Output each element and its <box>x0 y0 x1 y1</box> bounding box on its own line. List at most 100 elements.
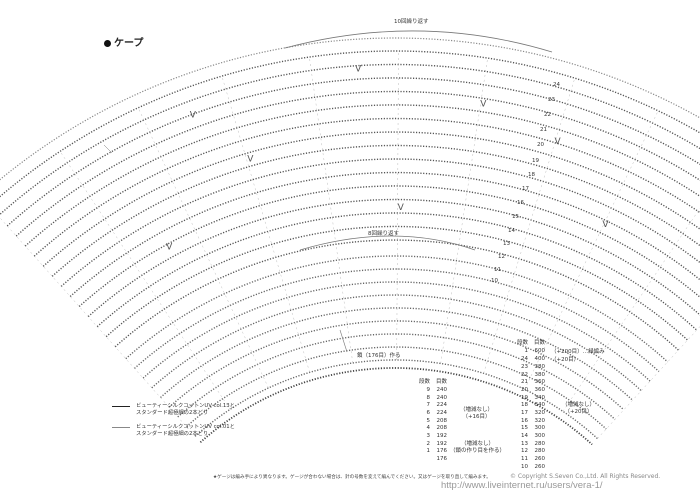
note-chain-start: （増減なし）（鎖の作り目を作る） <box>450 441 506 454</box>
table-header: 段数 <box>517 340 529 346</box>
table-cell: 224 <box>436 409 448 416</box>
table-cell: 280 <box>534 440 546 447</box>
stitch-row <box>134 268 660 373</box>
table-row: 5 208 <box>416 417 450 425</box>
legend-item-2: ビューティーシルクコットンUV col.01とスタンダード超極細の2本どり <box>112 424 235 438</box>
table-cell: （+200目）…緑編み <box>551 349 605 355</box>
table-row: 14 300 <box>514 432 608 440</box>
row-number: 14 <box>508 228 515 234</box>
bullet-icon <box>104 39 111 47</box>
table-cell <box>548 448 608 456</box>
table-cell: 18 <box>521 402 529 409</box>
stitch-row <box>0 50 700 198</box>
stitch-row <box>0 63 700 216</box>
table-cell: 380 <box>534 371 546 378</box>
table-row: 3 192 <box>416 432 450 440</box>
table-cell <box>548 363 608 371</box>
table-cell: 260 <box>534 456 546 463</box>
table-row: 176 <box>416 455 450 463</box>
stitch-row <box>0 37 700 181</box>
legend-text: ビューティーシルクコットンUV col.13とスタンダード超極細の2本どり <box>136 403 235 416</box>
diagram-title: ケープ <box>104 34 143 49</box>
table-cell: 300 <box>534 425 546 432</box>
table-cell: 5 <box>426 417 431 424</box>
table-cell: 208 <box>436 417 448 424</box>
increase-mark: V <box>166 243 173 253</box>
table-cell: 600 <box>534 348 546 354</box>
repeat-divider <box>0 217 196 437</box>
table-cell: 240 <box>436 394 448 401</box>
note-no-change: （増減なし）（+16目） <box>460 407 494 420</box>
table-cell <box>548 417 608 425</box>
stitch-row <box>199 367 593 446</box>
table-cell: 22 <box>521 371 529 378</box>
stitch-row <box>151 294 642 392</box>
stitch-row <box>24 104 700 247</box>
repeat-divider <box>396 49 399 361</box>
stitch-row <box>168 320 625 411</box>
table-cell <box>548 386 608 394</box>
table-cell: 16 <box>521 417 529 424</box>
table-cell: 192 <box>436 432 448 439</box>
table-header: 目数 <box>436 379 448 385</box>
repeat-divider <box>562 207 700 412</box>
table-cell: 400 <box>534 356 546 362</box>
table-row: 15 300 <box>514 425 608 433</box>
table-cell: 15 <box>521 425 529 432</box>
increase-mark: V <box>190 111 197 121</box>
repeat-divider <box>59 150 231 410</box>
table-cell <box>548 432 608 440</box>
table-cell: 380 <box>534 363 546 370</box>
table-cell: 360 <box>534 379 546 386</box>
fan-stitch-area: VVVVVVVVV <box>0 37 700 446</box>
table-cell <box>548 463 608 471</box>
table-cell: 176 <box>436 456 448 463</box>
inner-repeat-label: 8回繰り返す <box>368 231 399 237</box>
table-cell: 20 <box>521 386 529 393</box>
table-cell <box>548 440 608 448</box>
row-number: 10 <box>491 278 498 284</box>
legend-line-thin <box>112 427 130 428</box>
table-cell: 3 <box>426 432 431 439</box>
table-cell <box>416 455 433 463</box>
table-cell: 320 <box>534 409 546 416</box>
increase-mark: V <box>398 203 405 213</box>
table-cell: 24 <box>521 356 529 362</box>
table-cell: 12 <box>521 448 529 455</box>
row-number: 16 <box>517 200 524 206</box>
increase-mark: V <box>602 220 609 230</box>
table-cell <box>548 455 608 463</box>
row-number: 22 <box>544 112 551 118</box>
table-cell: 224 <box>436 402 448 409</box>
table-cell: 260 <box>534 463 546 470</box>
table-cell: 14 <box>521 433 529 440</box>
stitch-row <box>42 131 700 267</box>
stitch-row <box>33 117 700 257</box>
row-number: 21 <box>540 127 547 133</box>
table-row: 22 380 <box>514 371 608 379</box>
table-cell: 340 <box>534 394 546 401</box>
row-number: 15 <box>512 214 519 220</box>
table-cell <box>548 378 608 386</box>
table-cell: 208 <box>436 425 448 432</box>
table-cell: 23 <box>521 363 529 370</box>
chain-start-label: 鎖（176目）作る <box>357 353 401 359</box>
copyright-text: © Copyright S.Seven Co.,Ltd. All Rights … <box>510 473 661 480</box>
stitch-row <box>142 281 651 382</box>
stitch-row <box>114 239 679 351</box>
table-cell: 300 <box>534 433 546 440</box>
stitch-row <box>87 198 700 318</box>
row-number: 13 <box>503 241 510 247</box>
table-cell <box>548 394 608 402</box>
